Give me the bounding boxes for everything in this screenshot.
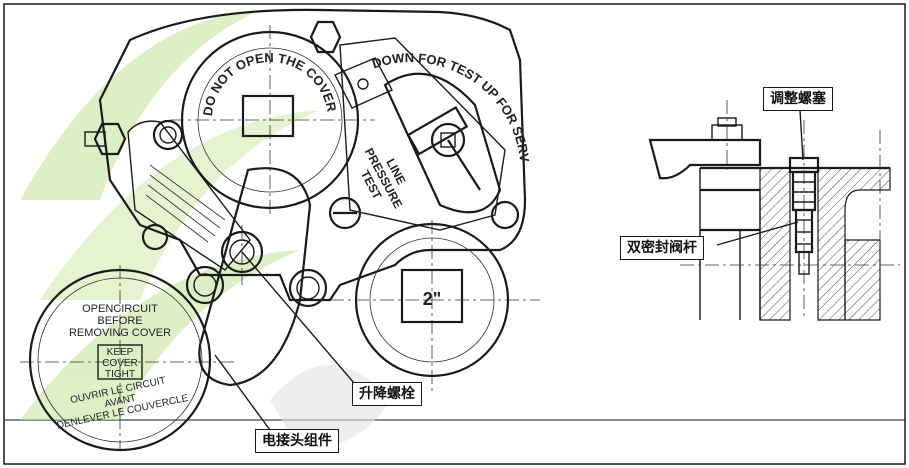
electric-connector-arm [198, 167, 312, 387]
hex-bolt-top [309, 20, 342, 54]
leader-adjusting-plug [799, 109, 804, 161]
bolt-head-left [152, 119, 184, 151]
label-lifting-bolt: 升降螺栓 [352, 382, 422, 406]
label-double-seal-valve-stem: 双密封阀杆 [620, 236, 704, 260]
cover-square-boss [241, 94, 295, 138]
cap-english-text: OPENCIRCUIT BEFORE REMOVING COVER [69, 303, 171, 339]
svg-text:COVER: COVER [102, 358, 138, 369]
label-electric-connector-assembly: 电接头组件 [255, 429, 339, 453]
bolt-head-right [490, 200, 520, 230]
leader-lifting-bolt [241, 251, 361, 391]
leader-valve-stem [716, 221, 799, 246]
svg-text:OPENCIRCUIT: OPENCIRCUIT [82, 303, 158, 315]
test-lever [383, 72, 502, 214]
label-adjusting-plug: 调整螺塞 [763, 87, 833, 111]
section-detail [648, 100, 900, 321]
bolt-head-small-left [141, 223, 169, 251]
cap-center-box [97, 344, 143, 380]
bolt-head-lower-right [288, 268, 328, 308]
svg-text:TIGHT: TIGHT [105, 369, 135, 380]
svg-text:REMOVING COVER: REMOVING COVER [69, 327, 171, 339]
line-pressure-test-text: LINE PRESSURE TEST [358, 146, 409, 211]
leader-connector [214, 354, 271, 431]
figure-frame [3, 3, 906, 465]
cap-center-text: KEEP COVER TIGHT [102, 347, 138, 380]
hex-bolt-left [84, 122, 127, 156]
svg-text:BEFORE: BEFORE [97, 315, 142, 327]
svg-text:KEEP: KEEP [107, 347, 134, 358]
valve-body-outline [98, 8, 527, 302]
slotted-screw [328, 196, 362, 230]
link-plate [334, 57, 393, 109]
watermark-logo [20, 10, 390, 450]
